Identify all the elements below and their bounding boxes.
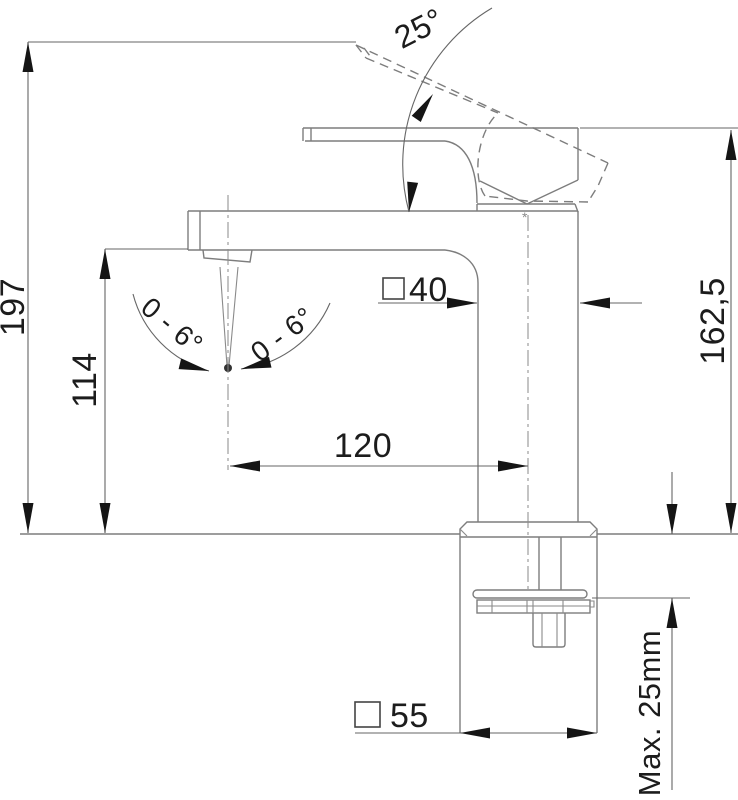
raised-lever-dashed [355, 44, 609, 203]
dim-25deg-arrow-down [407, 181, 419, 212]
dim-120-arrow-right [498, 460, 528, 472]
raised-lever-bottom-edge [484, 195, 589, 203]
raised-lever-back-edge [587, 162, 609, 203]
dim-25deg-arc [402, 7, 493, 213]
raised-lever-front-curve [477, 112, 499, 197]
swivel-arrow-left [178, 358, 209, 371]
dim-base-section: 55 [354, 697, 597, 739]
reference-marker: * [522, 209, 528, 225]
dim-max25-arrow-up [666, 598, 678, 628]
aerator [202, 249, 253, 263]
dim-197-arrow-up [22, 42, 34, 72]
dim-body-height: 162,5 [580, 127, 738, 533]
raised-lever-tip-cap [355, 44, 367, 59]
dim-spout-clearance: 114 [66, 248, 188, 533]
spout-body-fillet [444, 249, 479, 284]
mounting-hardware [472, 537, 595, 648]
head-crease [479, 179, 579, 205]
dim-40-arrow-right [580, 297, 610, 309]
dim-overall-height: 197 [0, 41, 356, 533]
dim-197-label: 197 [0, 278, 32, 336]
dim-lever-angle: 25° [389, 1, 493, 213]
dim-114-arrow-up [99, 249, 111, 279]
square-symbol-55 [354, 701, 381, 728]
stream-line-left [219, 266, 228, 367]
dim-25deg-arrow-up [411, 94, 433, 122]
dim-aerator-swivel: 0 - 6° 0 - 6° [132, 291, 331, 372]
dim-120-label: 120 [334, 427, 392, 465]
swivel-arrow-right [241, 356, 272, 369]
dim-max25-label: Max. 25mm [632, 630, 667, 796]
flange-chamfer-left [459, 528, 468, 537]
dim-spout-reach: 120 [230, 427, 528, 472]
dim-1625-label: 162,5 [694, 277, 732, 365]
rubber-washer [472, 589, 588, 599]
clamp-plate-tab [590, 600, 595, 608]
flange-chamfer-right [589, 528, 598, 537]
dim-1625-arrow-up [725, 130, 737, 160]
raised-lever-tip-cap-inner [363, 47, 374, 61]
dim-114-arrow-down [99, 503, 111, 533]
dim-114-label: 114 [66, 352, 104, 408]
mounting-nut [532, 613, 566, 648]
stream-line-right [228, 266, 239, 367]
dim-25deg-label: 25° [389, 1, 450, 56]
swivel-label-right: 0 - 6° [245, 301, 320, 368]
faucet-outline [20, 127, 738, 733]
dim-120-arrow-left [230, 460, 260, 472]
raised-lever-upper-edge [355, 44, 609, 164]
dim-max-thickness: Max. 25mm [592, 472, 690, 796]
raised-lever-lower-edge [365, 57, 499, 114]
dim-max25-arrow-down [666, 504, 678, 534]
dim-55-arrow-right [567, 727, 597, 739]
centerlines: * [227, 195, 529, 590]
dim-197-arrow-down [22, 503, 34, 533]
dim-55-arrow-left [460, 727, 490, 739]
dim-55-label: 55 [390, 697, 429, 735]
dim-body-section: 40 [378, 271, 642, 309]
dim-1625-arrow-down [725, 503, 737, 533]
lever-body-fillet [444, 140, 478, 204]
square-symbol-40 [382, 277, 405, 300]
dim-40-arrow-left [447, 297, 477, 309]
